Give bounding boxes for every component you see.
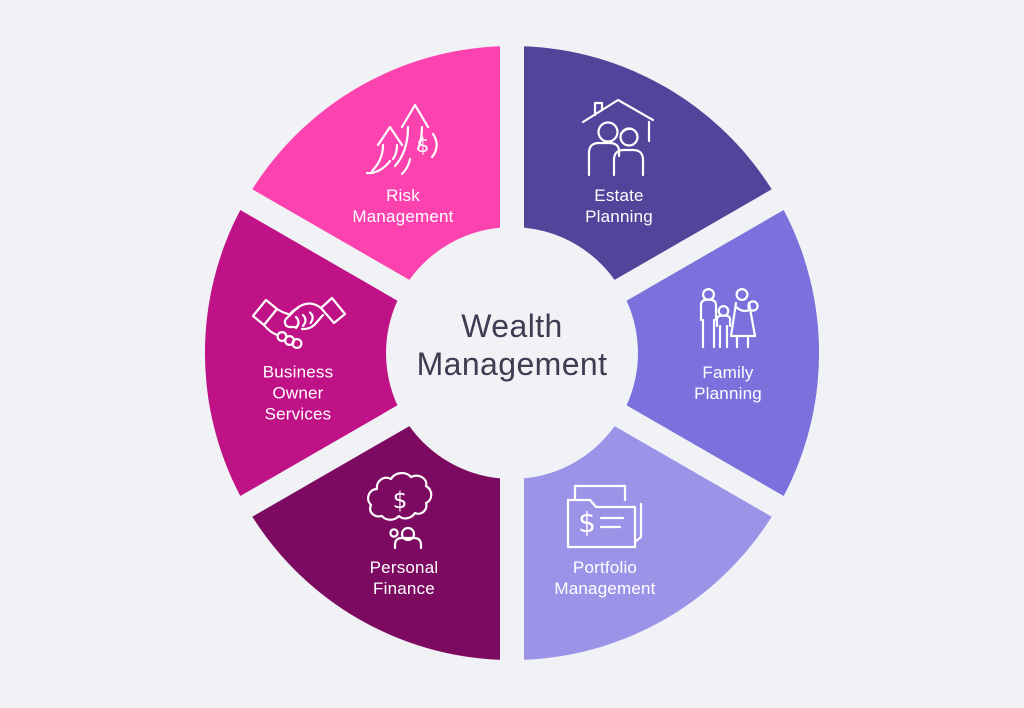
center-title: Wealth Management <box>416 308 608 382</box>
handshake-icon <box>251 296 347 350</box>
segment-portfolio-management <box>524 426 772 660</box>
dollar-folder-icon: $ <box>566 484 643 549</box>
dollar-glyph: $ <box>417 133 430 157</box>
segment-estate-planning <box>524 46 772 280</box>
dollar-glyph: $ <box>393 488 408 514</box>
dollar-thought-cloud-person-icon: $ <box>367 472 433 550</box>
segment-label-family-planning: Family Planning <box>694 363 762 403</box>
family-icon <box>699 288 759 349</box>
segment-family-planning <box>626 210 820 496</box>
segment-label-personal-finance: Personal Finance <box>369 558 439 598</box>
segment-personal-finance <box>252 426 500 660</box>
segment-label-portfolio-management: Portfolio Management <box>554 558 656 598</box>
segment-label-risk-management: Risk Management <box>352 186 454 226</box>
house-family-icon <box>581 98 655 177</box>
growth-arrows-dollar-icon: $ <box>365 103 438 176</box>
segment-risk-management <box>252 46 500 280</box>
dollar-glyph: $ <box>578 506 596 539</box>
segment-label-estate-planning: Estate Planning <box>585 186 653 226</box>
segment-business-owner-services <box>204 210 398 496</box>
segment-label-business-owner-services: Business Owner Services <box>262 362 334 424</box>
